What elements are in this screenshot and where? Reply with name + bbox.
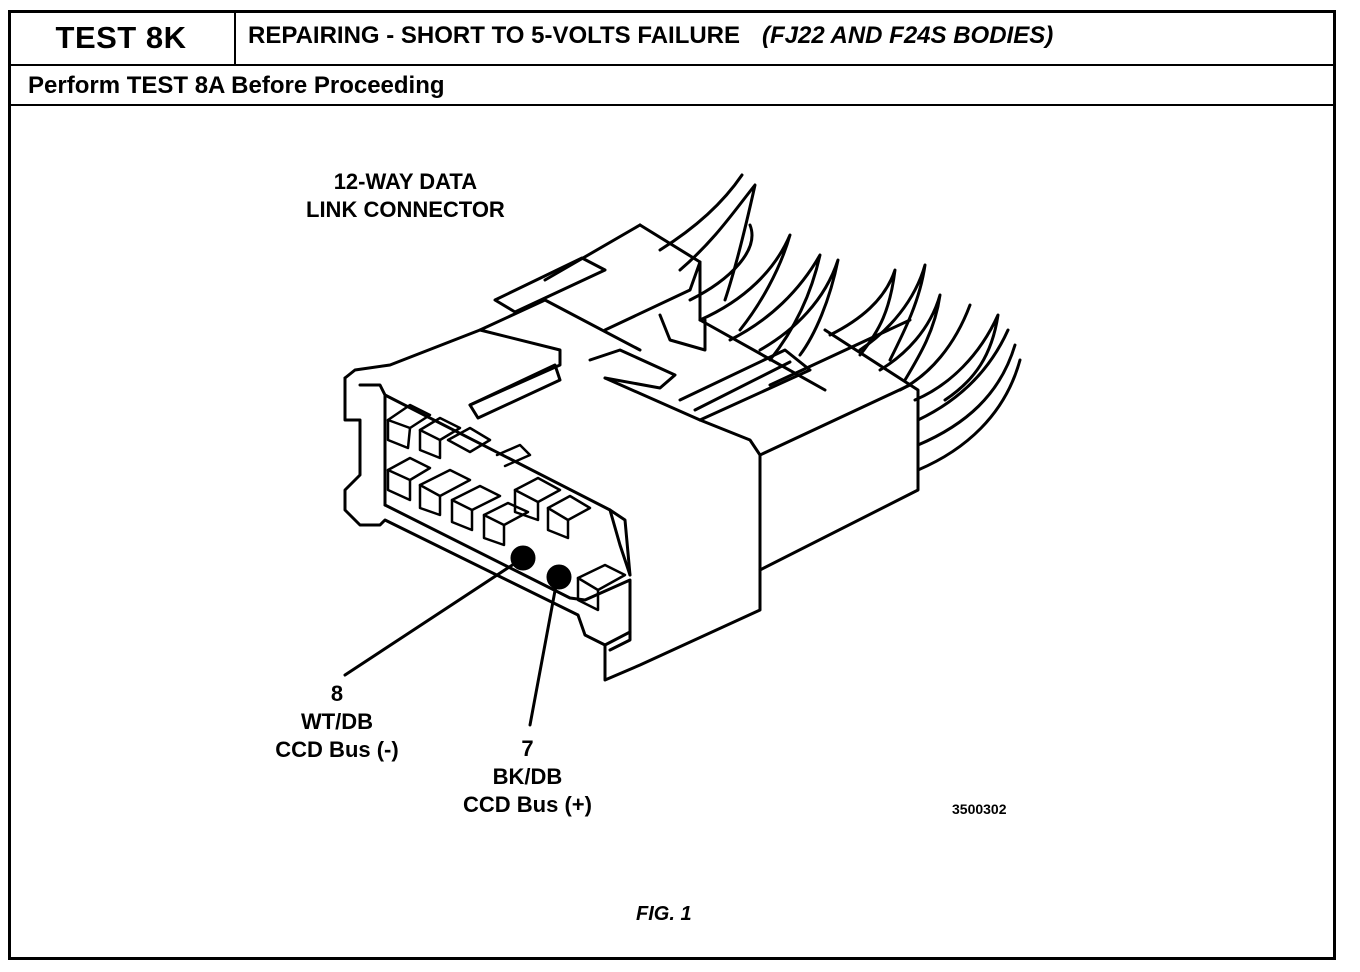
connector-top-cover (343, 298, 912, 572)
prerequisite-text: Perform TEST 8A Before Proceeding (28, 72, 445, 99)
pin-8-circuit: CCD Bus (-) (275, 737, 399, 762)
connector-label-line2: LINK CONNECTOR (306, 197, 505, 222)
title-text: REPAIRING - SHORT TO 5-VOLTS FAILURE (248, 22, 741, 49)
pin-7-circuit: CCD Bus (+) (463, 792, 592, 817)
header-row (8, 10, 1336, 66)
pin-7-label: 7 BK/DB CCD Bus (+) (450, 735, 605, 819)
pin-7-leader-line (528, 578, 559, 727)
pin-8-leader-line (343, 556, 525, 677)
connector-label-line1: 12-WAY DATA (333, 169, 478, 194)
test-id: TEST 8K (8, 10, 236, 66)
pin-8-label: 8 WT/DB CCD Bus (-) (262, 680, 412, 764)
prerequisite-row (8, 66, 1336, 106)
wire-bundle (658, 173, 1022, 472)
bodies-text: (FJ22 AND F24S BODIES) (762, 22, 1054, 49)
pin-8-wire-color: WT/DB (300, 709, 374, 734)
figure-caption: FIG. 1 (636, 903, 692, 925)
pin-7-wire-color: BK/DB (492, 764, 563, 789)
pin-7-marker (546, 564, 572, 590)
figure-code: 3500302 (952, 801, 1007, 817)
test-title: REPAIRING - SHORT TO 5-VOLTS FAILURE (FJ2… (248, 22, 1053, 50)
pin-callouts (343, 545, 572, 727)
pin-cavities (386, 403, 627, 612)
pin-8-number: 8 (330, 681, 344, 706)
connector-front-face (343, 376, 762, 682)
page-frame (8, 10, 1336, 960)
connector-label: 12-WAY DATA LINK CONNECTOR (306, 168, 505, 224)
pin-7-number: 7 (521, 736, 534, 761)
